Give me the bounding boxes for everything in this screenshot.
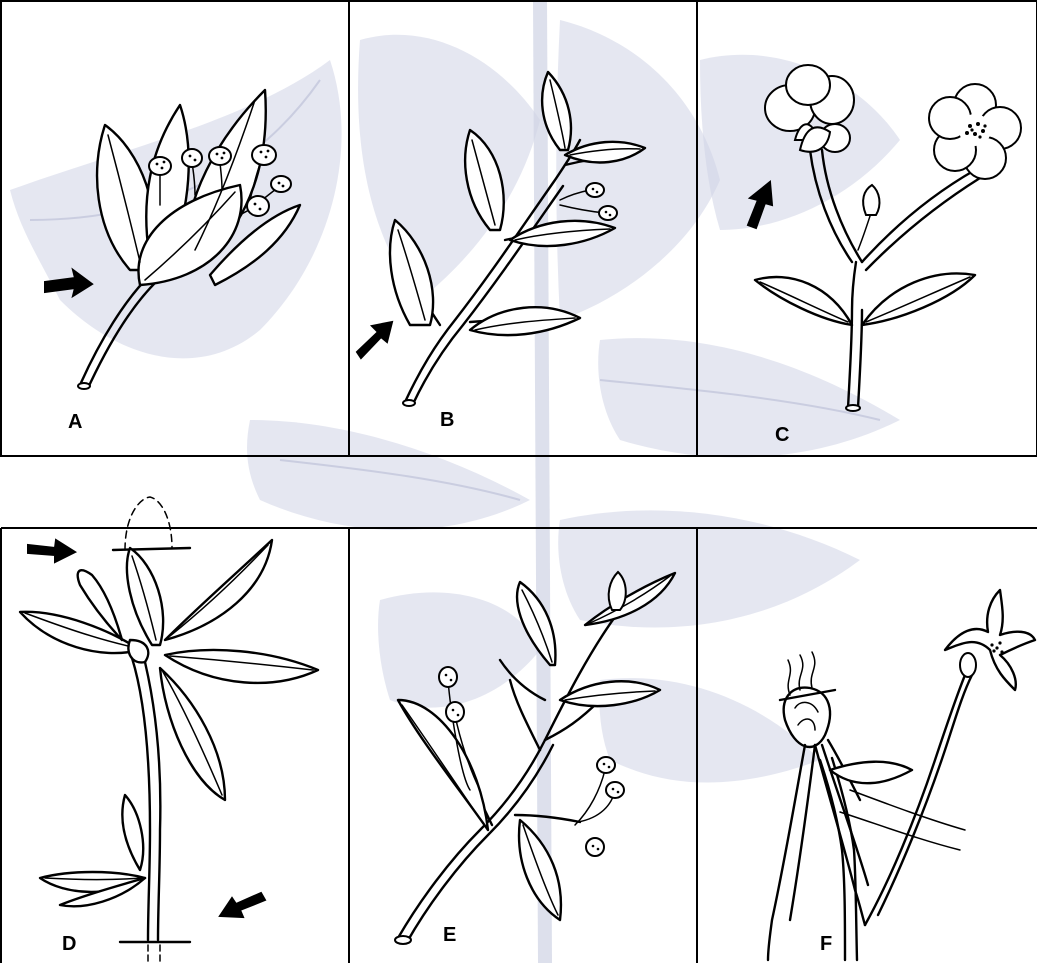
panel-label-e: E [443,924,456,946]
panel-label-d: D [62,933,76,955]
panel-d-drawing [20,497,318,963]
panel-c-drawing [748,65,1021,411]
panel-label-b: B [440,409,454,431]
panel-label-c: C [775,424,789,446]
panel-label-f: F [820,933,832,955]
arrow-icon [357,322,392,358]
flower-star [945,590,1035,690]
arrow-icon [28,540,75,562]
panel-label-a: A [68,411,82,433]
background-plant-watermark [10,0,900,963]
panel-f-drawing [768,590,1035,960]
arrow-icon [220,893,265,917]
flower-right [929,84,1021,179]
